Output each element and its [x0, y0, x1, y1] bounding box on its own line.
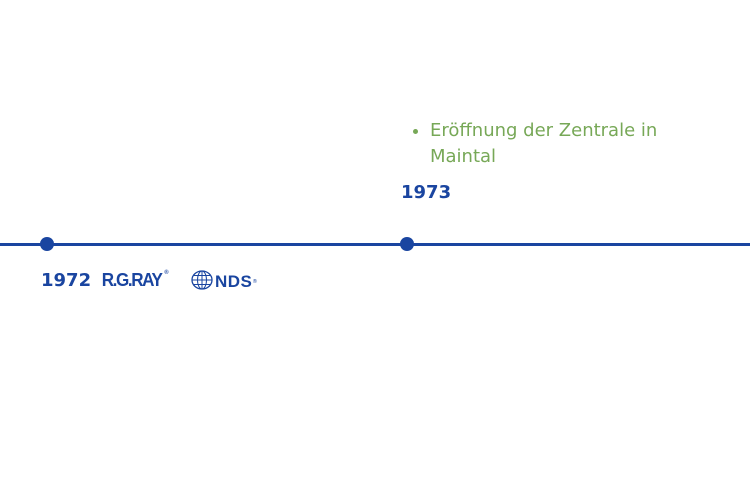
- globe-icon: [191, 270, 213, 294]
- year-1973-label: 1973: [401, 182, 452, 203]
- timeline-marker-1973: [400, 237, 414, 251]
- registered-mark: ®: [252, 279, 258, 285]
- timeline-line: [0, 243, 750, 246]
- year-1972-label: 1972: [41, 270, 92, 291]
- rgray-logo-text: R.G.RAY: [101, 270, 163, 290]
- timeline-marker-1972: [40, 237, 54, 251]
- event-list-1973: Eröffnung der Zentrale in Maintal: [412, 118, 712, 170]
- registered-mark: ®: [164, 270, 169, 276]
- event-item: Eröffnung der Zentrale in Maintal: [430, 118, 712, 170]
- nds-logo: NDS®: [191, 270, 257, 294]
- rgray-logo: R.G.RAY®: [102, 270, 169, 291]
- nds-logo-text: NDS: [215, 272, 253, 291]
